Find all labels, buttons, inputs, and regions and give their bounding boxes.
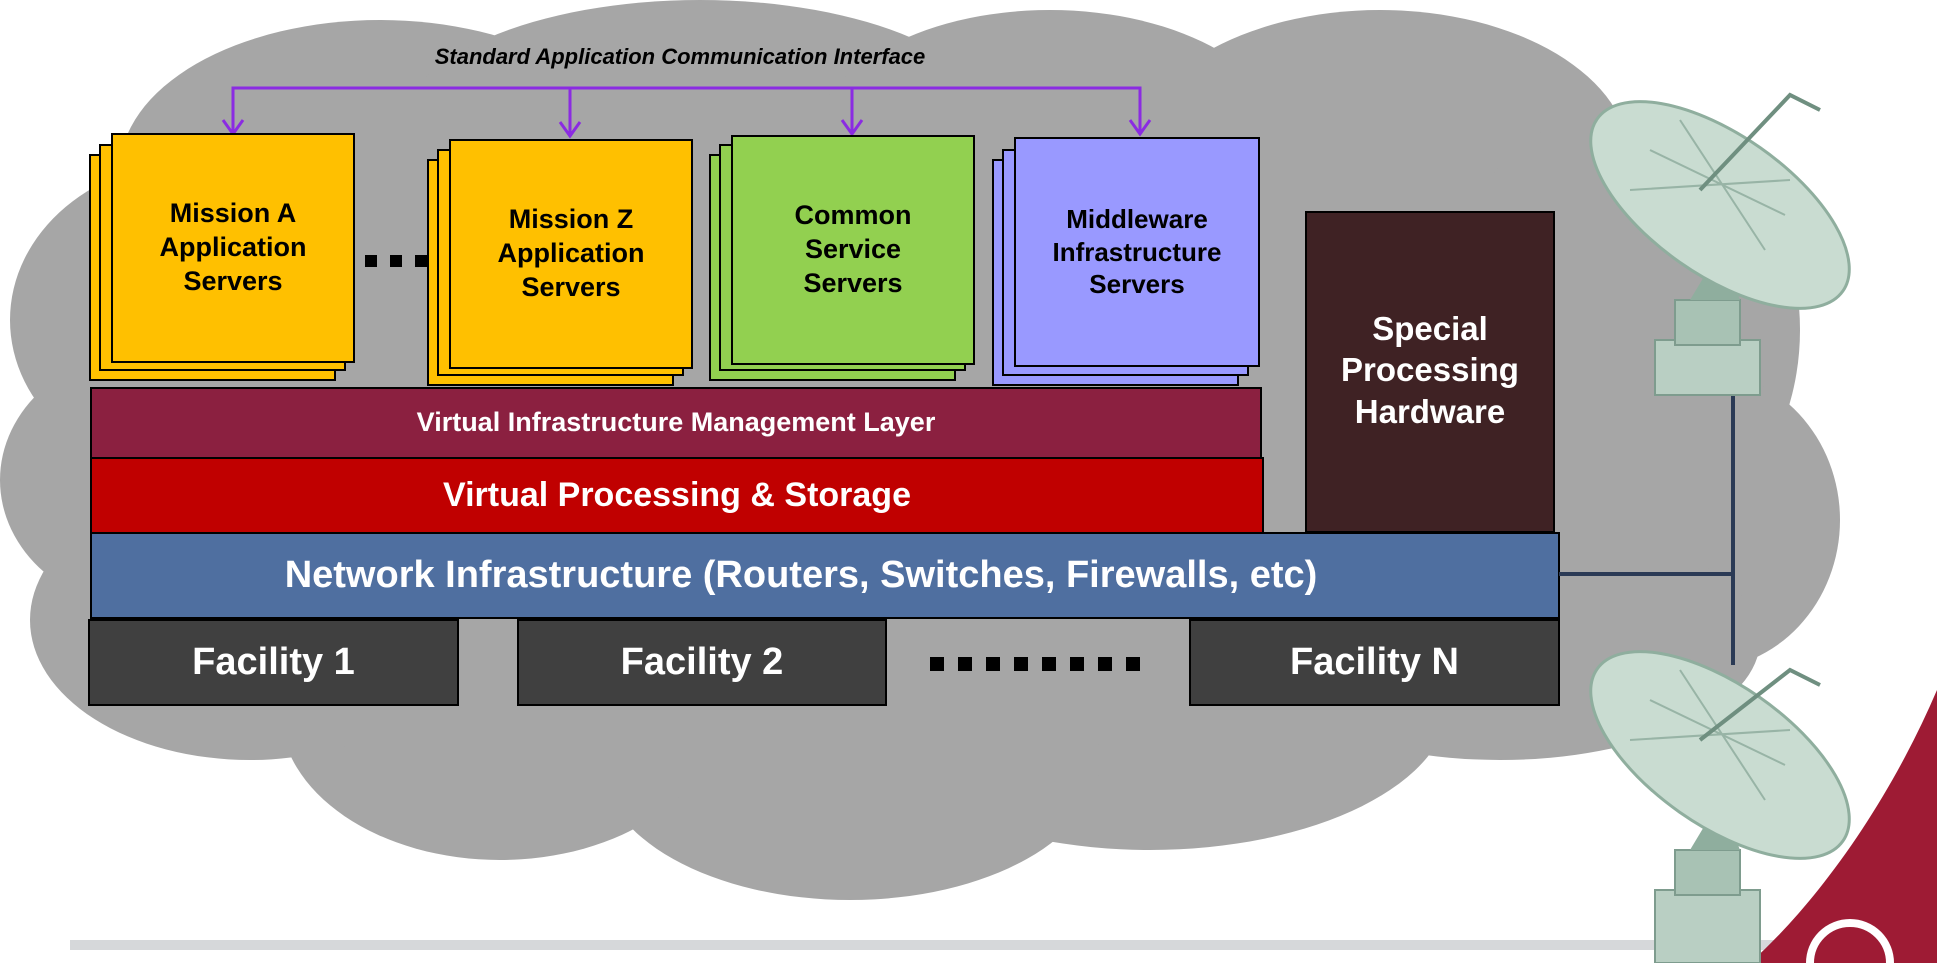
processing-layer-label: Virtual Processing & Storage: [443, 476, 911, 515]
server-stack-middleware: [992, 137, 1260, 386]
management-layer-bar: [90, 387, 1262, 459]
facility-1-box: [88, 619, 459, 706]
brand-swoosh: [1750, 690, 1937, 963]
satellite-dish-icon: [1589, 650, 1851, 963]
processing-layer-bar: [90, 457, 1264, 534]
interface-label: Standard Application Communication Inter…: [434, 44, 926, 69]
management-layer-label: Virtual Infrastructure Management Layer: [416, 407, 936, 438]
special-hardware-label: Special Processing Hardware: [1341, 310, 1519, 430]
interface-connector: [231, 86, 1142, 135]
network-layer-bar: [90, 532, 1560, 619]
server-stack-common: [709, 135, 975, 381]
special-hardware-box: [1305, 211, 1555, 533]
antenna-connector: [1559, 395, 1735, 665]
facility-2-label: Facility 2: [620, 640, 784, 683]
facility-n-box: [1189, 619, 1560, 706]
server-label-mission-z: Mission Z Application Servers: [497, 204, 645, 302]
server-stack-mission-z: [427, 139, 693, 386]
footer-rule: [70, 940, 1790, 950]
server-label-middleware: Middleware Infrastructure Servers: [1052, 204, 1222, 300]
server-label-mission-a: Mission A Application Servers: [159, 198, 307, 296]
server-stack-mission-a: [89, 133, 355, 381]
brand-logo-mark: [1806, 919, 1894, 963]
satellite-dish-icon: [1589, 92, 1851, 396]
server-label-common: Common Service Servers: [794, 200, 912, 298]
facility-n-label: Facility N: [1290, 640, 1459, 683]
servers-ellipsis: [365, 255, 427, 267]
interface-arrowheads: [221, 119, 1152, 139]
network-layer-label: Network Infrastructure (Routers, Switche…: [284, 553, 1318, 596]
facility-1-label: Facility 1: [192, 640, 355, 683]
facilities-ellipsis: [930, 657, 1140, 671]
facility-2-box: [517, 619, 887, 706]
